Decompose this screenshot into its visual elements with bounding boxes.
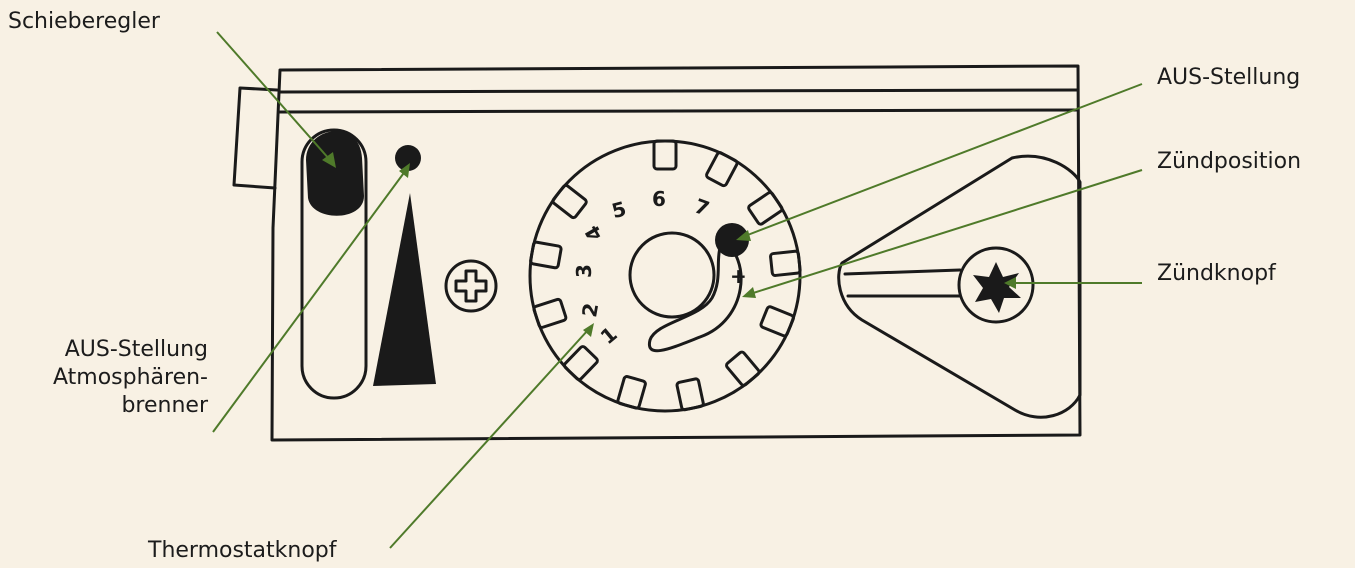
panel-top-strip-2 xyxy=(278,108,1080,114)
arrowhead-ignition-position xyxy=(742,287,756,298)
slider-knob xyxy=(306,131,364,216)
ignition-groove xyxy=(647,238,743,353)
ignition-lever-bar xyxy=(843,268,962,276)
ignition-button-ring xyxy=(957,246,1035,324)
arrowhead-atmos-off xyxy=(399,163,410,178)
ignition-lever xyxy=(837,154,1082,419)
dial-notch xyxy=(532,297,568,329)
label-atmos-off-line2: Atmosphären- xyxy=(52,365,208,390)
dial-number-3: 3 xyxy=(572,264,596,278)
dial-number-6: 6 xyxy=(652,187,666,211)
panel-top-strip xyxy=(278,88,1080,94)
label-slider: Schieberegler xyxy=(8,9,160,34)
dial-off-mark xyxy=(715,223,749,257)
dial-number-1: 1 xyxy=(596,322,622,349)
arrowhead-thermostat xyxy=(583,323,594,337)
leader-atmos-off xyxy=(212,169,407,433)
cross-screw xyxy=(444,259,498,313)
dial-number-5: 5 xyxy=(609,196,629,223)
label-ignition-button: Zündknopf xyxy=(1157,261,1276,286)
slider-slot xyxy=(300,128,368,400)
dial-ignition-mark: + xyxy=(730,264,747,288)
leader-off xyxy=(744,83,1143,237)
dial-notch xyxy=(529,240,563,270)
dial-notch xyxy=(769,249,802,277)
label-atmos-off-line3: brenner xyxy=(121,393,208,418)
flame-indicator-dot xyxy=(395,145,421,171)
panel-outline xyxy=(270,64,1082,442)
cross-screw-slot xyxy=(454,269,488,303)
thermostat-dial-center xyxy=(628,231,716,319)
label-thermostat-knob: Thermostatknopf xyxy=(148,538,337,563)
dial-notch xyxy=(759,305,795,338)
panel-left-tab xyxy=(232,86,279,190)
dial-notch xyxy=(725,350,761,387)
dial-number-7: 7 xyxy=(691,194,712,221)
arrowhead-off xyxy=(736,230,751,241)
dial-notch xyxy=(705,151,739,188)
ignition-star-icon xyxy=(973,262,1021,313)
label-atmos-off-line1: AUS-Stellung xyxy=(64,337,208,362)
dial-notch xyxy=(616,375,647,410)
label-ignition-position: Zündposition xyxy=(1157,149,1302,174)
arrowhead-ignition-button xyxy=(1004,277,1016,289)
leader-thermostat xyxy=(389,329,589,549)
leader-slider xyxy=(216,31,331,161)
label-off-position: AUS-Stellung xyxy=(1157,65,1301,90)
dial-notch xyxy=(551,183,588,220)
label-atmos-off: AUS-Stellung Atmosphären- brenner xyxy=(0,336,208,420)
dial-notch xyxy=(563,345,599,382)
flame-height-wedge xyxy=(373,193,436,386)
dial-notch xyxy=(652,139,678,171)
arrowhead-slider xyxy=(322,152,336,168)
dial-notch xyxy=(747,191,784,226)
dial-notch xyxy=(675,377,705,412)
dial-number-2: 2 xyxy=(577,301,603,319)
dial-number-4: 4 xyxy=(580,221,608,245)
leader-ignition-position xyxy=(749,169,1143,295)
